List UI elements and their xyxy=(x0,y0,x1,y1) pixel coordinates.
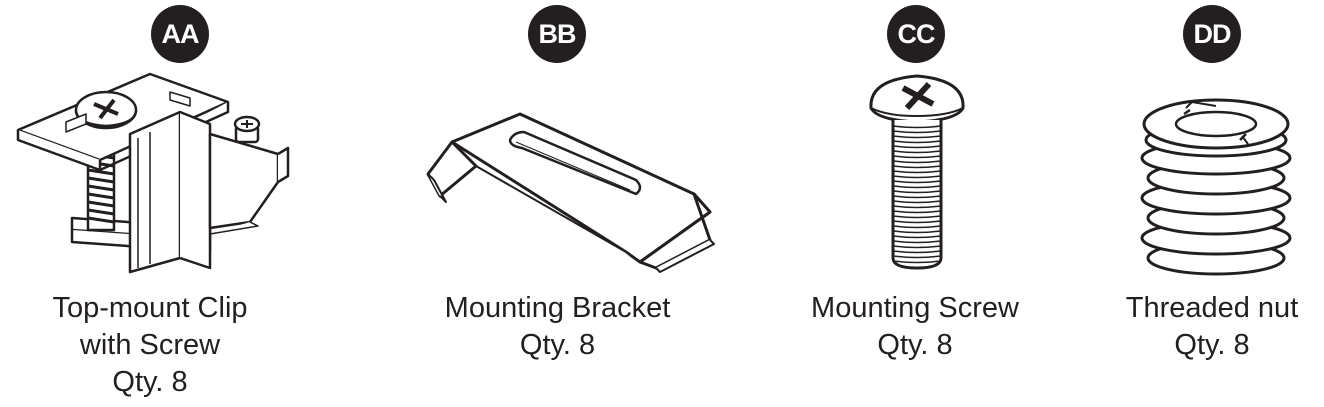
part-caption-dd: Threaded nut Qty. 8 xyxy=(1100,290,1324,364)
part-dd: DD Threaded nut Qty. 8 xyxy=(1110,0,1324,407)
screw-thread-line xyxy=(892,195,942,199)
part-caption-cc: Mounting Screw Qty. 8 xyxy=(790,290,1040,364)
part-quantity: Qty. 8 xyxy=(112,366,188,398)
top-mount-clip-icon xyxy=(16,72,290,274)
screw-thread-line xyxy=(892,220,942,224)
part-quantity: Qty. 8 xyxy=(519,329,596,361)
screw-thread-line xyxy=(892,160,942,164)
screw-thread-line xyxy=(892,200,942,204)
part-caption-bb: Mounting Bracket Qty. 8 xyxy=(400,290,715,364)
part-name-line1: Mounting Screw xyxy=(811,292,1019,324)
screw-thread-line xyxy=(892,165,942,169)
screw-thread-line xyxy=(892,230,942,234)
screw-thread-line xyxy=(892,140,942,144)
screw-thread-line xyxy=(892,125,942,129)
part-name-line1: Threaded nut xyxy=(1125,292,1299,324)
screw-thread-line xyxy=(892,135,942,139)
screw-thread-line xyxy=(892,210,942,214)
threaded-nut-icon xyxy=(1140,98,1292,276)
part-name-line1: Mounting Bracket xyxy=(444,292,671,324)
part-cc: CC Mounting Screw Qty. 8 xyxy=(790,0,1050,407)
part-caption-aa: Top-mount Clip with Screw Qty. 8 xyxy=(0,290,300,401)
mounting-screw-icon xyxy=(869,74,965,270)
part-badge-aa: AA xyxy=(151,5,209,63)
part-aa: AA Top-mount Clip with Screw Qty. xyxy=(0,0,320,407)
screw-thread-line xyxy=(892,155,942,159)
screw-thread-line xyxy=(892,215,942,219)
part-bb: BB Mounting Bracket Qty. 8 xyxy=(400,0,730,407)
part-name-line1: Top-mount Clip xyxy=(52,292,248,324)
screw-thread-line xyxy=(892,175,942,179)
part-badge-cc: CC xyxy=(887,5,945,63)
screw-thread-line xyxy=(892,130,942,134)
screw-thread-line xyxy=(892,185,942,189)
part-badge-bb: BB xyxy=(528,5,586,63)
part-quantity: Qty. 8 xyxy=(877,329,953,361)
part-badge-dd: DD xyxy=(1183,5,1241,63)
screw-thread-line xyxy=(892,240,942,244)
screw-thread-line xyxy=(892,190,942,194)
screw-thread-line xyxy=(892,260,942,264)
screw-thread-line xyxy=(892,255,942,259)
screw-thread-line xyxy=(892,235,942,239)
mounting-bracket-icon xyxy=(426,112,715,273)
screw-thread-line xyxy=(892,205,942,209)
screw-thread-line xyxy=(892,225,942,229)
screw-thread-line xyxy=(892,150,942,154)
screw-thread-line xyxy=(892,145,942,149)
part-quantity: Qty. 8 xyxy=(1174,329,1250,361)
screw-thread-line xyxy=(892,250,942,254)
screw-thread-line xyxy=(892,180,942,184)
part-name-line2: with Screw xyxy=(79,329,221,361)
screw-thread-line xyxy=(892,170,942,174)
screw-thread-line xyxy=(892,245,942,249)
